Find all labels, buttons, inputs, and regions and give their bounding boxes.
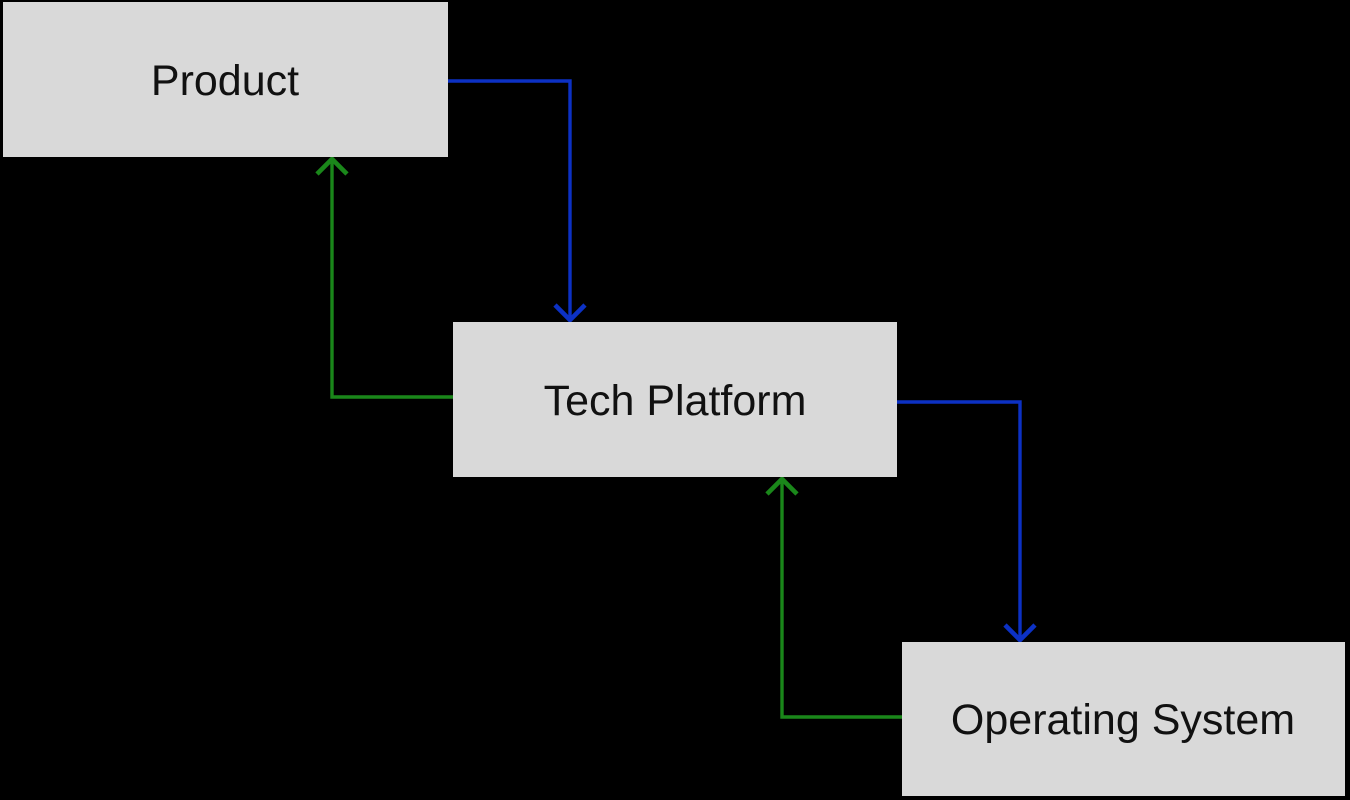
node-tech-platform: Tech Platform	[453, 322, 897, 477]
edge-product-to-tech-platform-line	[448, 79, 572, 318]
edge-product-to-tech-platform	[448, 79, 587, 324]
edge-operating-system-to-tech-platform	[765, 475, 902, 719]
edge-tech-platform-to-product-line	[330, 161, 453, 399]
node-operating-system-label: Operating System	[951, 696, 1295, 744]
edge-tech-platform-to-product	[315, 155, 453, 399]
node-tech-platform-box	[453, 322, 897, 477]
node-product-label: Product	[151, 57, 299, 105]
edge-product-to-tech-platform-arrowhead	[553, 303, 587, 324]
node-tech-platform-label: Tech Platform	[544, 377, 807, 425]
edge-tech-platform-to-operating-system	[897, 400, 1037, 644]
edge-tech-platform-to-product-arrowhead	[315, 155, 349, 176]
edge-tech-platform-to-operating-system-arrowhead	[1003, 623, 1037, 644]
node-operating-system-box	[902, 642, 1345, 796]
edge-operating-system-to-tech-platform-line	[780, 481, 902, 719]
edge-operating-system-to-tech-platform-arrowhead	[765, 475, 799, 496]
node-product: Product	[3, 2, 448, 157]
edge-tech-platform-to-operating-system-line	[897, 400, 1022, 639]
node-operating-system: Operating System	[902, 642, 1345, 796]
node-product-box	[3, 2, 448, 157]
